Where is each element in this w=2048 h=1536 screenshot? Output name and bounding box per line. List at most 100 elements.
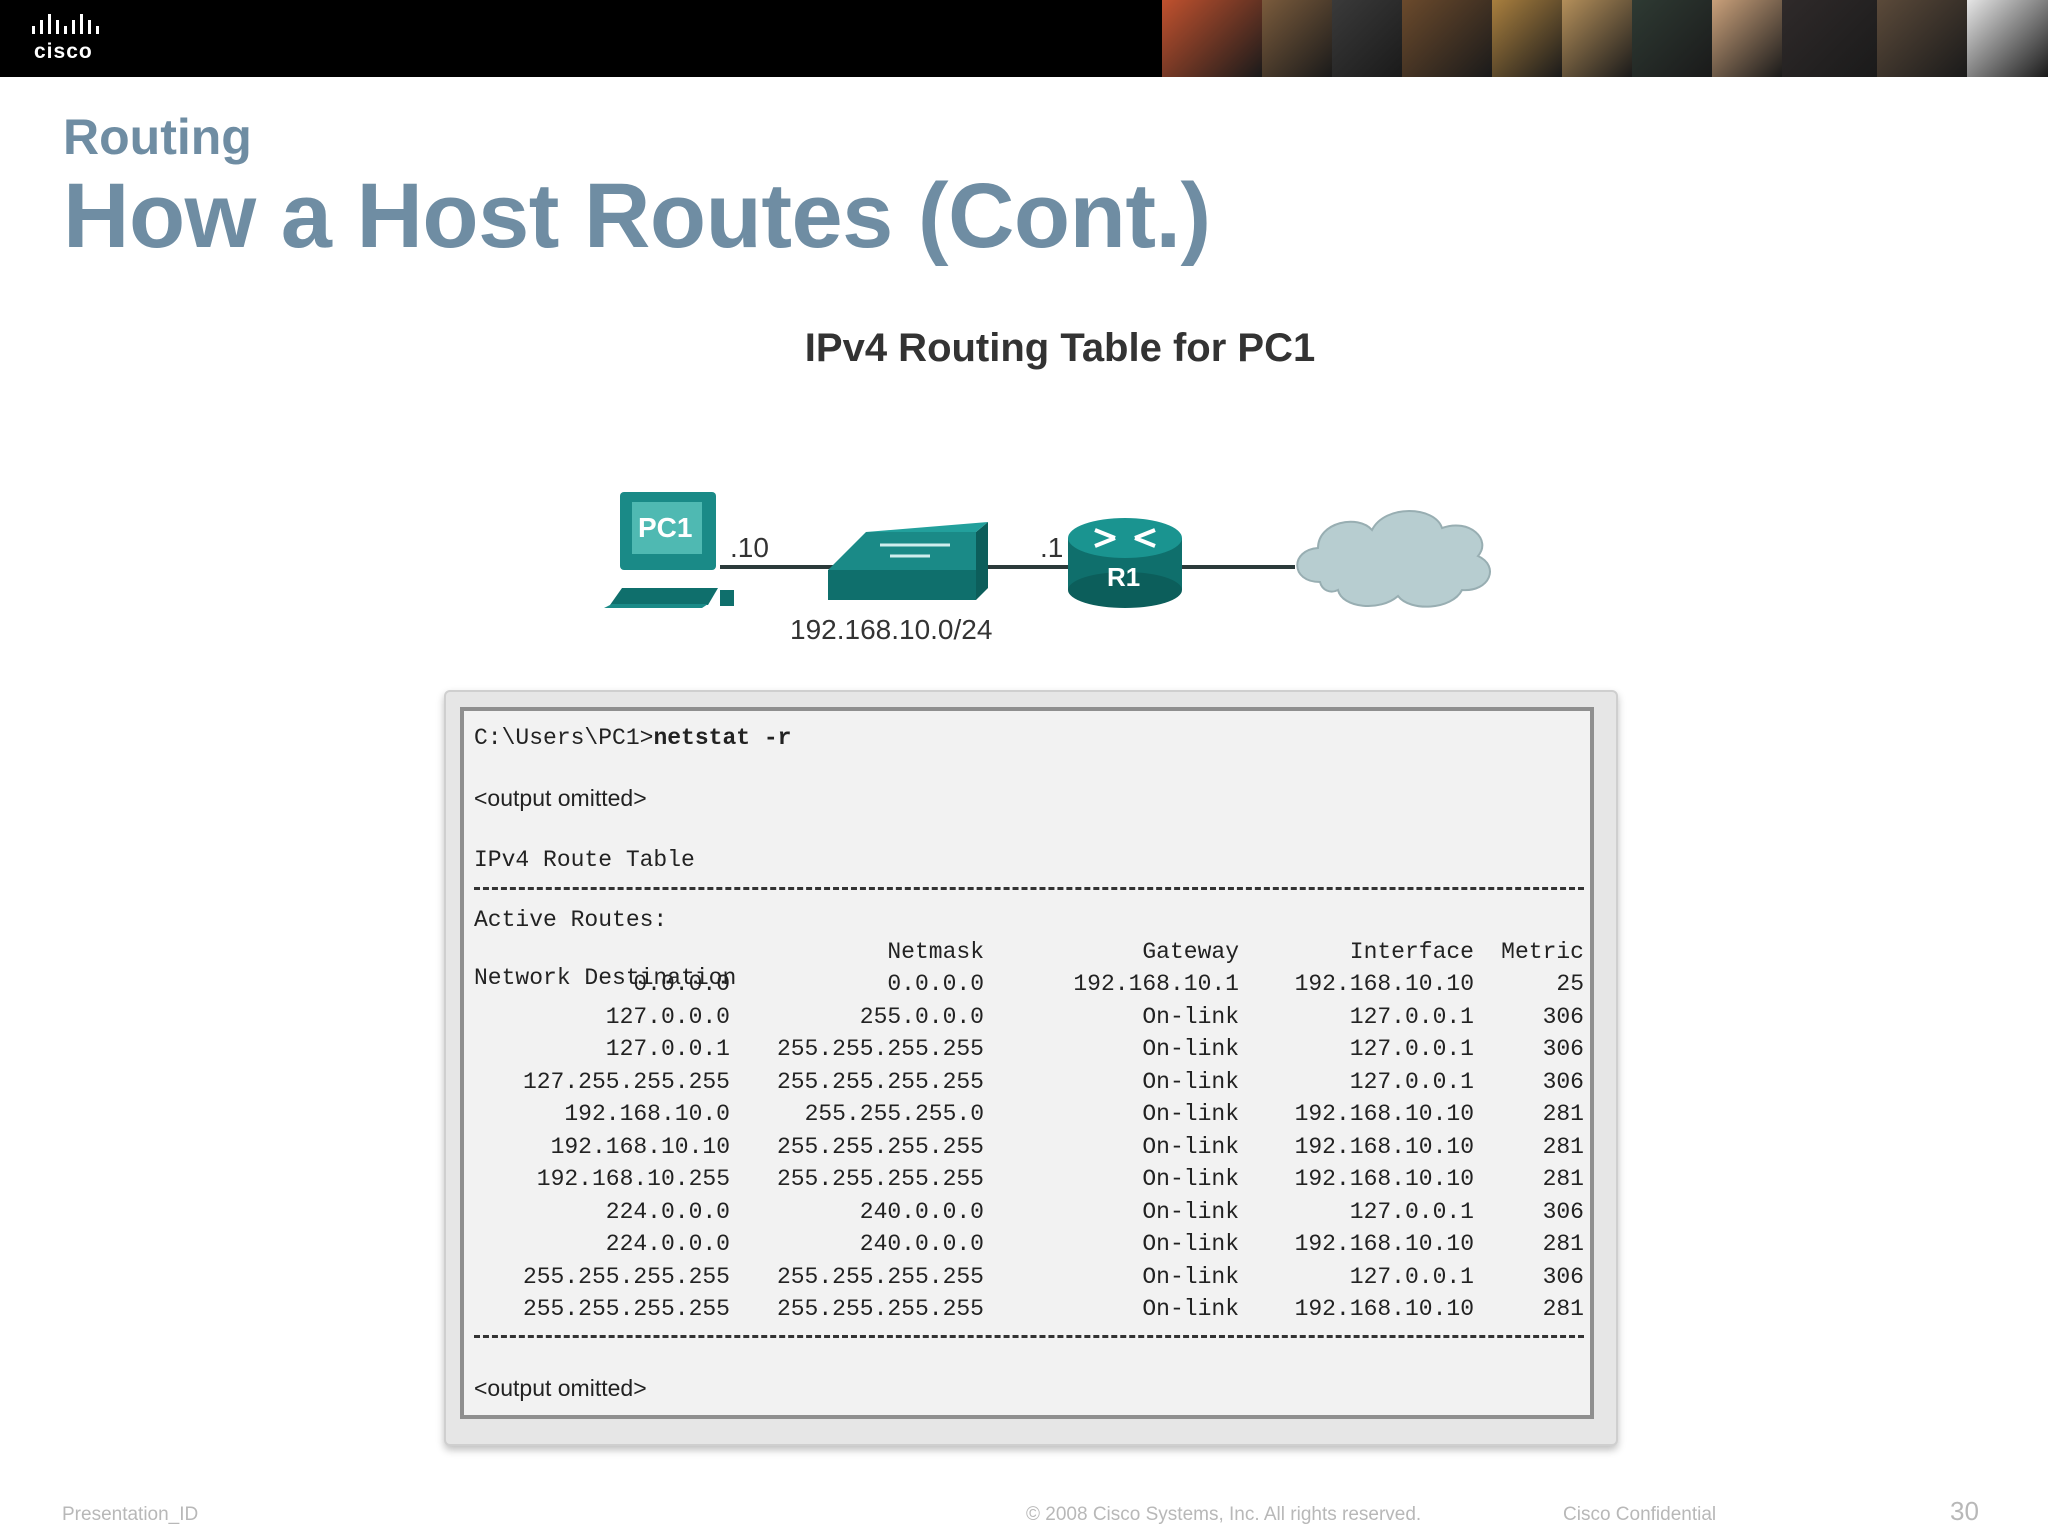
route-gateway: On-link bbox=[1142, 1036, 1239, 1062]
route-gateway: On-link bbox=[1142, 1133, 1239, 1160]
route-row: 127.255.255.255 255.255.255.255 On-link 127… bbox=[464, 1069, 1594, 1099]
header-photo-strip bbox=[1162, 0, 2048, 77]
page-number: 30 bbox=[1950, 1496, 1979, 1526]
route-interface: 127.0.0.1 bbox=[1349, 1263, 1474, 1290]
output-omitted-bottom: <output omitted> bbox=[474, 1375, 647, 1401]
route-destination: 255.255.255.255 bbox=[522, 1263, 730, 1290]
footer-presentation-id: Presentation_ID bbox=[62, 1504, 199, 1525]
header-photo bbox=[1162, 0, 1262, 77]
route-gateway: On-link bbox=[1142, 1068, 1239, 1095]
router-r1-icon bbox=[1068, 518, 1182, 608]
header-gateway: Gateway bbox=[1142, 939, 1239, 965]
route-netmask: 255.255.255.0 bbox=[804, 1101, 984, 1127]
route-interface: 192.168.10.10 bbox=[1294, 1101, 1474, 1127]
route-gateway: On-link bbox=[1142, 1296, 1239, 1322]
route-netmask: 240.0.0.0 bbox=[859, 1198, 984, 1225]
route-netmask: 0.0.0.0 bbox=[887, 971, 984, 997]
route-interface: 127.0.0.1 bbox=[1349, 1068, 1474, 1095]
route-netmask: 255.255.255.255 bbox=[776, 1296, 984, 1322]
header-interface: Interface bbox=[1349, 939, 1474, 965]
header-netmask: Netmask bbox=[887, 939, 984, 965]
route-row: 127.0.0.1 255.255.255.255 On-link 127.0.0.1… bbox=[464, 1036, 1594, 1066]
header-photo bbox=[1877, 0, 1967, 77]
route-netmask: 255.255.255.255 bbox=[776, 1133, 984, 1160]
cisco-logo: cisco bbox=[28, 14, 128, 64]
terminal-output: C:\Users\PC1>netstat -r <output omitted>… bbox=[460, 707, 1594, 1419]
route-metric: 306 bbox=[1542, 1068, 1584, 1095]
route-metric: 306 bbox=[1542, 1198, 1584, 1225]
top-banner: cisco bbox=[0, 0, 2048, 77]
route-netmask: 255.255.255.255 bbox=[776, 1166, 984, 1192]
separator-top bbox=[474, 887, 1584, 890]
pc1-ip-suffix: .10 bbox=[730, 532, 769, 563]
route-destination: 192.168.10.255 bbox=[536, 1166, 730, 1192]
header-photo bbox=[1262, 0, 1332, 77]
route-netmask: 255.255.255.255 bbox=[776, 1263, 984, 1290]
route-metric: 25 bbox=[1556, 971, 1584, 997]
route-gateway: 192.168.10.1 bbox=[1073, 971, 1239, 997]
cisco-wordmark: cisco bbox=[34, 40, 93, 63]
route-interface: 127.0.0.1 bbox=[1349, 1003, 1474, 1030]
route-destination: 192.168.10.0 bbox=[564, 1101, 730, 1127]
route-gateway: On-link bbox=[1142, 1198, 1239, 1225]
separator-bottom bbox=[474, 1335, 1584, 1338]
route-row: 192.168.10.10 255.255.255.255 On-link 192.1… bbox=[464, 1134, 1594, 1164]
route-interface: 192.168.10.10 bbox=[1294, 1133, 1474, 1160]
route-interface: 192.168.10.10 bbox=[1294, 971, 1474, 997]
command-text: netstat -r bbox=[653, 725, 792, 751]
r1-label: R1 bbox=[1107, 562, 1141, 592]
header-photo bbox=[1782, 0, 1877, 77]
route-metric: 306 bbox=[1542, 1263, 1584, 1290]
route-table-header: Network Destination Netmask Gateway Inte… bbox=[464, 939, 1594, 991]
r1-ip-suffix: .1 bbox=[1040, 532, 1064, 563]
route-interface: 127.0.0.1 bbox=[1349, 1198, 1474, 1225]
command-prompt: C:\Users\PC1> bbox=[474, 725, 654, 751]
command-line: C:\Users\PC1>netstat -r bbox=[474, 725, 791, 751]
cisco-bars-icon bbox=[32, 14, 99, 34]
output-omitted-top: <output omitted> bbox=[474, 785, 647, 811]
header-photo bbox=[1632, 0, 1712, 77]
route-metric: 281 bbox=[1542, 1296, 1584, 1322]
header-photo bbox=[1332, 0, 1402, 77]
network-topology: PC1 .10 .1 R1 192.168.10.0/24 bbox=[590, 470, 1510, 650]
route-metric: 281 bbox=[1542, 1166, 1584, 1192]
route-metric: 281 bbox=[1542, 1231, 1584, 1257]
active-routes-label: Active Routes: bbox=[474, 907, 668, 933]
route-destination: 0.0.0.0 bbox=[633, 971, 730, 997]
route-netmask: 255.0.0.0 bbox=[859, 1003, 984, 1030]
route-table-title: IPv4 Route Table bbox=[474, 847, 695, 873]
network-address: 192.168.10.0/24 bbox=[790, 614, 993, 645]
switch-icon bbox=[828, 522, 988, 600]
route-metric: 306 bbox=[1542, 1036, 1584, 1062]
route-destination: 127.0.0.1 bbox=[605, 1036, 730, 1062]
pc1-label: PC1 bbox=[638, 512, 693, 543]
route-gateway: On-link bbox=[1142, 1003, 1239, 1030]
route-interface: 192.168.10.10 bbox=[1294, 1296, 1474, 1322]
route-destination: 127.255.255.255 bbox=[522, 1068, 730, 1095]
header-photo bbox=[1562, 0, 1632, 77]
pc1-computer-icon bbox=[604, 492, 734, 608]
section-title: Routing bbox=[63, 109, 252, 165]
header-network-destination: Network Destination bbox=[474, 965, 737, 991]
header-photo bbox=[1402, 0, 1492, 77]
route-destination: 127.0.0.0 bbox=[605, 1003, 730, 1030]
footer-confidential: Cisco Confidential bbox=[1563, 1504, 1717, 1525]
route-interface: 127.0.0.1 bbox=[1349, 1036, 1474, 1062]
slide-title: How a Host Routes (Cont.) bbox=[63, 165, 1211, 267]
route-netmask: 255.255.255.255 bbox=[776, 1068, 984, 1095]
route-netmask: 240.0.0.0 bbox=[859, 1231, 984, 1257]
route-row: 0.0.0.0 0.0.0.0 192.168.10.1 192.168.10.10 2… bbox=[464, 971, 1594, 1001]
route-row: 127.0.0.0 255.0.0.0 On-link 127.0.0.1 306 bbox=[464, 1004, 1594, 1034]
route-metric: 281 bbox=[1542, 1133, 1584, 1160]
route-metric: 306 bbox=[1542, 1003, 1584, 1030]
route-netmask: 255.255.255.255 bbox=[776, 1036, 984, 1062]
route-gateway: On-link bbox=[1142, 1101, 1239, 1127]
header-photo bbox=[1712, 0, 1782, 77]
route-destination: 192.168.10.10 bbox=[550, 1133, 730, 1160]
route-destination: 224.0.0.0 bbox=[605, 1198, 730, 1225]
route-row: 192.168.10.0 255.255.255.0 On-link 192.168.… bbox=[464, 1101, 1594, 1131]
